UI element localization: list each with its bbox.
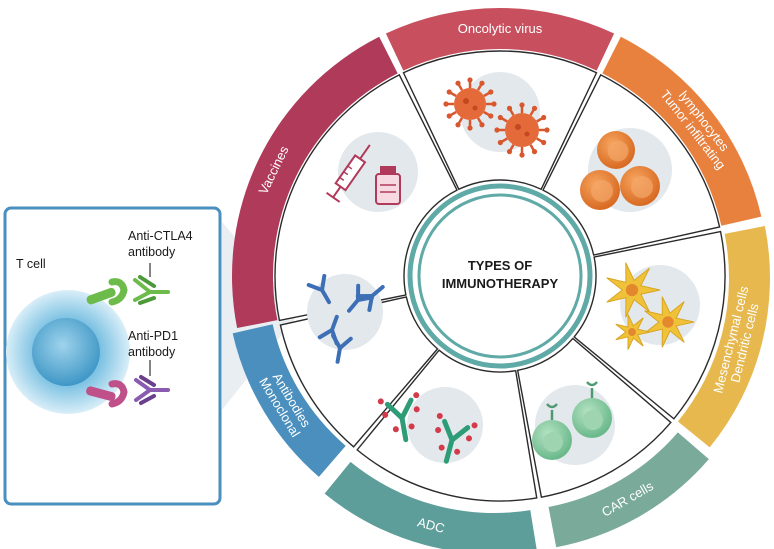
center-title-line1: TYPES OF — [468, 258, 532, 273]
center-title-line2: IMMUNOTHERAPY — [442, 276, 559, 291]
anti-ctla4-label-line2: antibody — [128, 245, 176, 259]
antibody-icon — [306, 273, 385, 364]
pd1-receptor-icon — [86, 380, 128, 408]
ring-band-vaccines — [232, 36, 398, 329]
anti-ctla4-antibody-icon — [133, 275, 170, 305]
t-cell-label: T cell — [16, 257, 46, 271]
ring-band-oncolytic-virus — [385, 8, 615, 71]
car-t-cell-icon — [532, 381, 615, 465]
anti-pd1-label-line2: antibody — [128, 345, 176, 359]
ring-band-car-cells — [548, 432, 709, 548]
anti-ctla4-label-line1: Anti-CTLA4 — [128, 229, 193, 243]
icon-layer — [306, 72, 700, 465]
t-cell-inset: T cell Anti-CTLA4 antibody Anti-PD1 anti… — [3, 206, 222, 506]
ring-band-tumor-infiltrating-lymphocytes — [602, 36, 762, 226]
ring-band-monoclonal-antibodies — [232, 324, 346, 477]
lymphocyte-icon — [580, 128, 672, 212]
dendritic-cell-icon — [606, 262, 700, 350]
nucleus-icon — [32, 318, 100, 386]
anti-pd1-label-line1: Anti-PD1 — [128, 329, 178, 343]
ring-band-adc — [324, 461, 537, 549]
antibody-drug-conjugate-icon — [377, 387, 483, 464]
ring-band-dendritic-mesenchymal-cells — [677, 225, 770, 448]
anti-pd1-antibody-icon — [134, 375, 170, 405]
syringe-vial-icon — [325, 132, 418, 212]
ctla4-receptor-icon — [86, 278, 128, 306]
segment-label-adc: ADC — [416, 514, 446, 536]
virus-icon — [443, 72, 550, 158]
center-hub: TYPES OF IMMUNOTHERAPY — [407, 183, 593, 369]
segment-label-oncolytic-virus: Oncolytic virus — [458, 21, 543, 36]
